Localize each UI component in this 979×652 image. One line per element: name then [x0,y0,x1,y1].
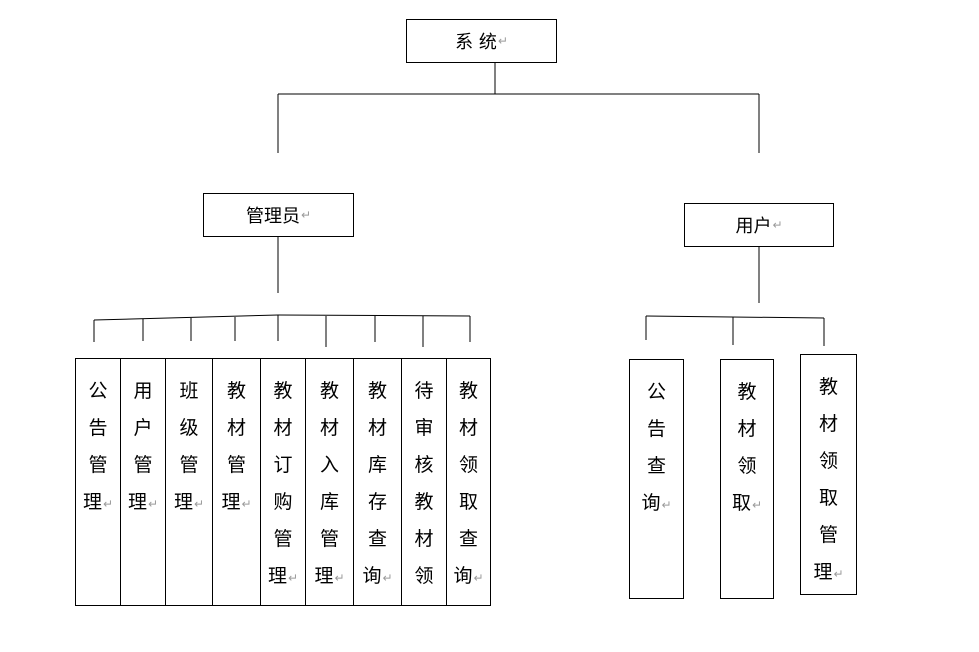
module-label-char: 教 [818,376,838,398]
return-mark-icon: ↵ [382,571,393,585]
module-label-char: 理↵ [173,491,205,513]
connector-user-bar [645,315,825,319]
module-label-char: 领 [458,454,478,476]
module-label-char: 取 [818,487,838,509]
module-label-char: 用 [133,380,153,402]
module-label-char: 材 [458,417,478,439]
return-mark-icon: ↵ [102,497,114,511]
module-label-char: 审 [414,417,434,439]
node-admin-label: 管理员 [245,206,300,227]
admin-module-2: 用户管理↵ [120,358,166,606]
module-label-char: 级 [179,417,199,439]
return-mark-icon: ↵ [300,208,312,222]
module-label-char: 公 [646,381,666,403]
admin-module-6: 教材入库管理↵ [305,358,354,606]
node-user: 用户↵ [684,203,834,247]
module-label-char: 理↵ [82,491,114,513]
module-label-char: 库 [367,454,387,476]
module-label-char: 核 [414,454,434,476]
module-label-char: 领 [818,450,838,472]
module-label-char: 管 [273,528,293,550]
module-label-char: 教 [458,380,478,402]
module-label-char: 告 [88,417,108,439]
module-label-char: 教 [273,380,293,402]
module-label-char: 管 [818,524,838,546]
module-label-char: 取 [458,491,478,513]
module-label-char: 材 [319,417,339,439]
user-module-2: 教材领取↵ [720,359,774,599]
module-label-char: 入 [319,454,339,476]
module-label-char: 查 [367,528,387,550]
module-label-char: 管 [133,454,153,476]
module-label-char: 购 [273,491,293,513]
module-label-char: 待 [414,380,434,402]
admin-module-8: 待审核教材领 [401,358,447,606]
module-label-char: 理↵ [267,565,299,587]
module-label-char: 管 [179,454,199,476]
module-label-char: 教 [226,380,246,402]
return-mark-icon: ↵ [147,497,159,511]
return-mark-icon: ↵ [661,498,672,512]
module-label-char: 查 [458,528,478,550]
admin-module-9: 教材领取查询↵ [446,358,491,606]
module-label-char: 管 [88,454,108,476]
node-system-label: 系 统 [455,32,497,53]
module-label-char: 告 [646,418,666,440]
module-label-char: 查 [646,455,666,477]
user-module-1: 公告查询↵ [629,359,684,599]
return-mark-icon: ↵ [241,497,252,511]
return-mark-icon: ↵ [473,571,484,585]
return-mark-icon: ↵ [334,571,345,585]
node-admin: 管理员↵ [203,193,354,237]
module-label-char: 材 [226,417,246,439]
module-label-char: 材 [818,413,838,435]
module-label-char: 订 [273,454,293,476]
return-mark-icon: ↵ [833,567,844,581]
return-mark-icon: ↵ [772,218,783,232]
return-mark-icon: ↵ [751,498,763,512]
admin-module-7: 教材库存查询↵ [353,358,402,606]
module-label-char: 材 [737,418,757,440]
module-label-char: 材 [414,528,434,550]
return-mark-icon: ↵ [497,34,508,48]
connector-admin-bar [277,314,471,317]
module-label-char: 管 [319,528,339,550]
module-label-char: 领 [414,565,434,587]
module-label-char: 询↵ [453,565,484,587]
admin-module-4: 教材管理↵ [212,358,261,606]
module-label-char: 领 [737,455,757,477]
admin-module-3: 班级管理↵ [165,358,213,606]
return-mark-icon: ↵ [193,497,205,511]
admin-module-1: 公告管理↵ [75,358,121,606]
module-label-char: 教 [737,381,757,403]
return-mark-icon: ↵ [287,571,299,585]
module-label-char: 存 [367,491,387,513]
user-module-3: 教材领取管理↵ [800,354,857,595]
module-label-char: 理↵ [314,565,345,587]
module-label-char: 询↵ [362,565,393,587]
module-label-char: 户 [133,417,153,439]
module-label-char: 教 [414,491,434,513]
module-label-char: 理↵ [221,491,252,513]
module-label-char: 材 [367,417,387,439]
module-label-char: 取↵ [731,492,763,514]
module-label-char: 公 [88,380,108,402]
admin-module-5: 教材订购管理↵ [260,358,306,606]
module-label-char: 管 [226,454,246,476]
node-system: 系 统↵ [406,19,557,63]
connector-admin-bar [93,314,279,321]
module-label-char: 库 [319,491,339,513]
module-label-char: 教 [319,380,339,402]
node-user-label: 用户 [735,216,772,237]
module-label-char: 理↵ [127,491,159,513]
module-label-char: 材 [273,417,293,439]
module-label-char: 理↵ [813,561,844,583]
module-label-char: 教 [367,380,387,402]
module-label-char: 班 [179,380,199,402]
module-label-char: 询↵ [641,492,672,514]
